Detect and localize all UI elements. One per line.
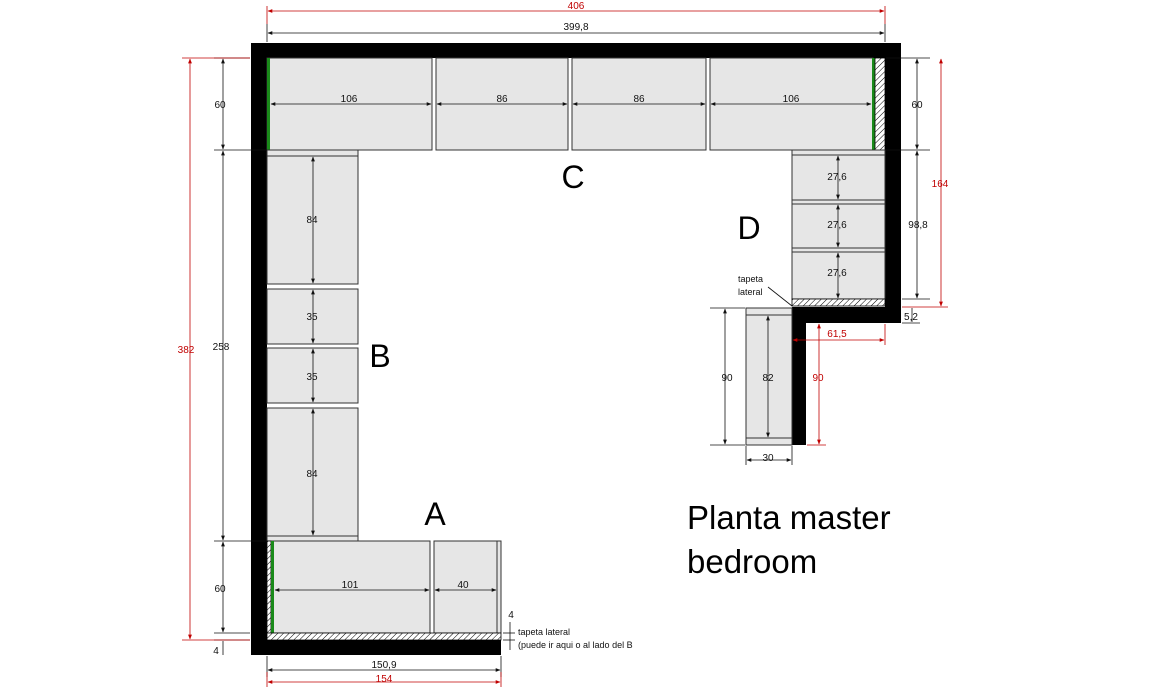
wall-return (792, 307, 806, 445)
dim-e-height: 90 (721, 373, 733, 384)
dim-a-2: 40 (457, 580, 469, 591)
dim-a-depth: 60 (214, 584, 226, 595)
plan-title: Planta master bedroom (687, 499, 891, 580)
dimension-texts: 406 399,8 106 86 86 106 60 60 382 258 84… (178, 1, 949, 685)
wall-top (251, 43, 901, 58)
hatch-strip-a-bottom (266, 632, 502, 641)
section-label-c: C (561, 159, 584, 195)
note-tapeta-d-line2: lateral (738, 287, 763, 297)
note-tapeta-a-line2: (puede ir aqui o al lado del B (518, 640, 633, 650)
dim-d-height: 98,8 (908, 220, 928, 231)
dim-d-1: 27,6 (827, 172, 847, 183)
dim-b-4: 84 (306, 469, 318, 480)
hatch-panel-c-right (874, 57, 886, 151)
section-label-a: A (424, 496, 446, 532)
dim-d-return: 90 (812, 373, 824, 384)
dim-depth-c-right: 60 (911, 100, 923, 111)
dim-b-2: 35 (306, 312, 318, 323)
note-tapeta-d-line1: tapeta (738, 274, 763, 284)
dim-d-total-height: 164 (932, 179, 949, 190)
hatch-strip-d-bottom (791, 298, 886, 307)
dim-depth-c-left: 60 (214, 100, 226, 111)
dim-d-offset: 61,5 (827, 329, 847, 340)
dim-d-3: 27,6 (827, 268, 847, 279)
notes: tapeta lateral tapeta lateral (puede ir … (518, 274, 763, 650)
dim-e-depth: 30 (762, 453, 774, 464)
wall-left (251, 43, 267, 655)
green-panel-a-left (271, 541, 274, 633)
title-line-1: Planta master (687, 499, 891, 536)
dim-total-width: 406 (568, 1, 585, 12)
dim-a-1: 101 (342, 580, 359, 591)
section-label-b: B (369, 338, 390, 374)
dim-c-module-4: 106 (783, 94, 800, 105)
section-labels: C B A D (369, 159, 760, 532)
dim-c-module-1: 106 (341, 94, 358, 105)
dim-c-module-3: 86 (633, 94, 645, 105)
green-panel-c-right (872, 58, 875, 150)
section-label-d: D (737, 210, 760, 246)
dim-b-length: 258 (213, 342, 230, 353)
section-a-cabinets (266, 540, 502, 641)
dim-b-1: 84 (306, 215, 318, 226)
dim-total-height: 382 (178, 345, 195, 356)
dim-b-3: 35 (306, 372, 318, 383)
hatch-panel-a-left (266, 540, 272, 634)
cabinet-a-2 (433, 540, 502, 634)
title-line-2: bedroom (687, 543, 817, 580)
dimension-lines (214, 24, 930, 677)
walls (251, 43, 901, 655)
green-panel-c-left (267, 58, 270, 150)
dim-e-inner: 82 (762, 373, 774, 384)
dim-a-side-gap: 4 (508, 610, 514, 621)
section-b-cabinets (266, 149, 359, 542)
dim-inner-width: 399,8 (563, 22, 588, 33)
wall-bottom (251, 640, 501, 655)
wall-right (885, 43, 901, 323)
dim-a-inner-width: 150,9 (371, 660, 396, 671)
dim-c-module-2: 86 (496, 94, 508, 105)
dim-d-gap: 5,2 (904, 312, 918, 323)
dimension-lines-red (182, 6, 948, 687)
dim-a-bottom: 4 (213, 646, 219, 657)
dim-a-total-width: 154 (376, 674, 393, 685)
cabinet-a-1 (266, 540, 431, 634)
dim-d-2: 27,6 (827, 220, 847, 231)
wall-step (792, 307, 901, 323)
note-tapeta-a-line1: tapeta lateral (518, 627, 570, 637)
